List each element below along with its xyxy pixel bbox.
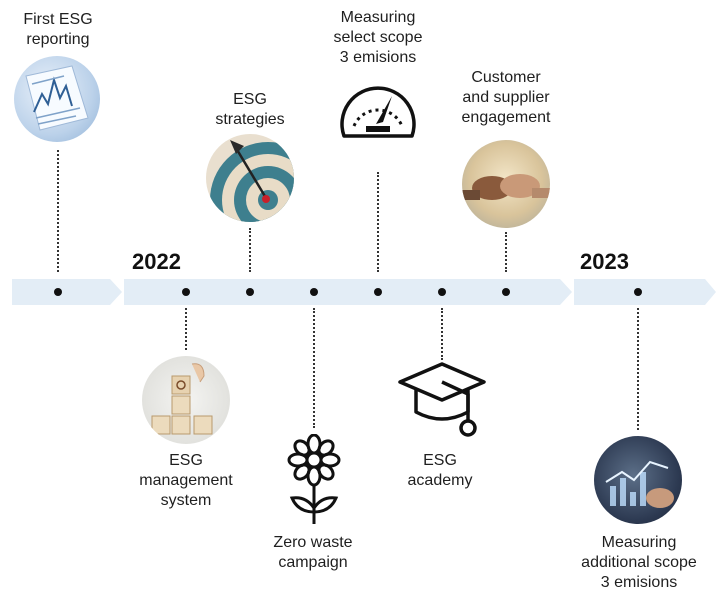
timeline-dot-measuring-additional-scope-3 <box>634 288 642 296</box>
fist-bump-icon <box>462 140 550 228</box>
connector-measuring-select-scope-3 <box>377 172 379 272</box>
milestone-label-first-esg-reporting: First ESG reporting <box>23 11 93 48</box>
connector-first-esg-reporting <box>57 150 59 272</box>
milestone-label-measuring-additional-scope-3: Measuring additional scope 3 emisions <box>581 534 697 591</box>
milestone-label-esg-strategies: ESG strategies <box>215 91 285 128</box>
graduation-cap-icon <box>396 360 488 440</box>
flower-icon <box>284 434 344 526</box>
speedometer-icon <box>336 74 420 144</box>
connector-customer-supplier-engagement <box>505 232 507 272</box>
milestone-label-esg-academy: ESG academy <box>407 452 473 489</box>
connector-esg-management-system <box>185 308 187 350</box>
timeline-dot-first-esg-reporting <box>54 288 62 296</box>
year-2023-label: 2023 <box>580 249 629 274</box>
milestone-label-customer-supplier-engagement: Customer and supplier engagement <box>461 69 551 126</box>
connector-esg-strategies <box>249 228 251 272</box>
timeline-dot-customer-supplier-engagement <box>502 288 510 296</box>
milestone-label-esg-management-system: ESG management system <box>139 452 233 509</box>
connector-measuring-additional-scope-3 <box>637 308 639 430</box>
year-2022-label: 2022 <box>132 249 181 274</box>
data-analytics-icon <box>594 436 682 524</box>
timeline-dot-esg-management-system <box>182 288 190 296</box>
dartboard-icon <box>206 134 294 222</box>
stacked-blocks-icon <box>142 356 230 444</box>
milestone-label-measuring-select-scope-3: Measuring select scope 3 emisions <box>333 9 423 66</box>
connector-esg-academy <box>441 308 443 360</box>
timeline-dot-esg-academy <box>438 288 446 296</box>
timeline-dot-zero-waste-campaign <box>310 288 318 296</box>
document-chart-icon <box>14 56 100 142</box>
milestone-label-zero-waste-campaign: Zero waste campaign <box>273 534 353 571</box>
timeline-dot-measuring-select-scope-3 <box>374 288 382 296</box>
connector-zero-waste-campaign <box>313 308 315 428</box>
timeline-dot-esg-strategies <box>246 288 254 296</box>
